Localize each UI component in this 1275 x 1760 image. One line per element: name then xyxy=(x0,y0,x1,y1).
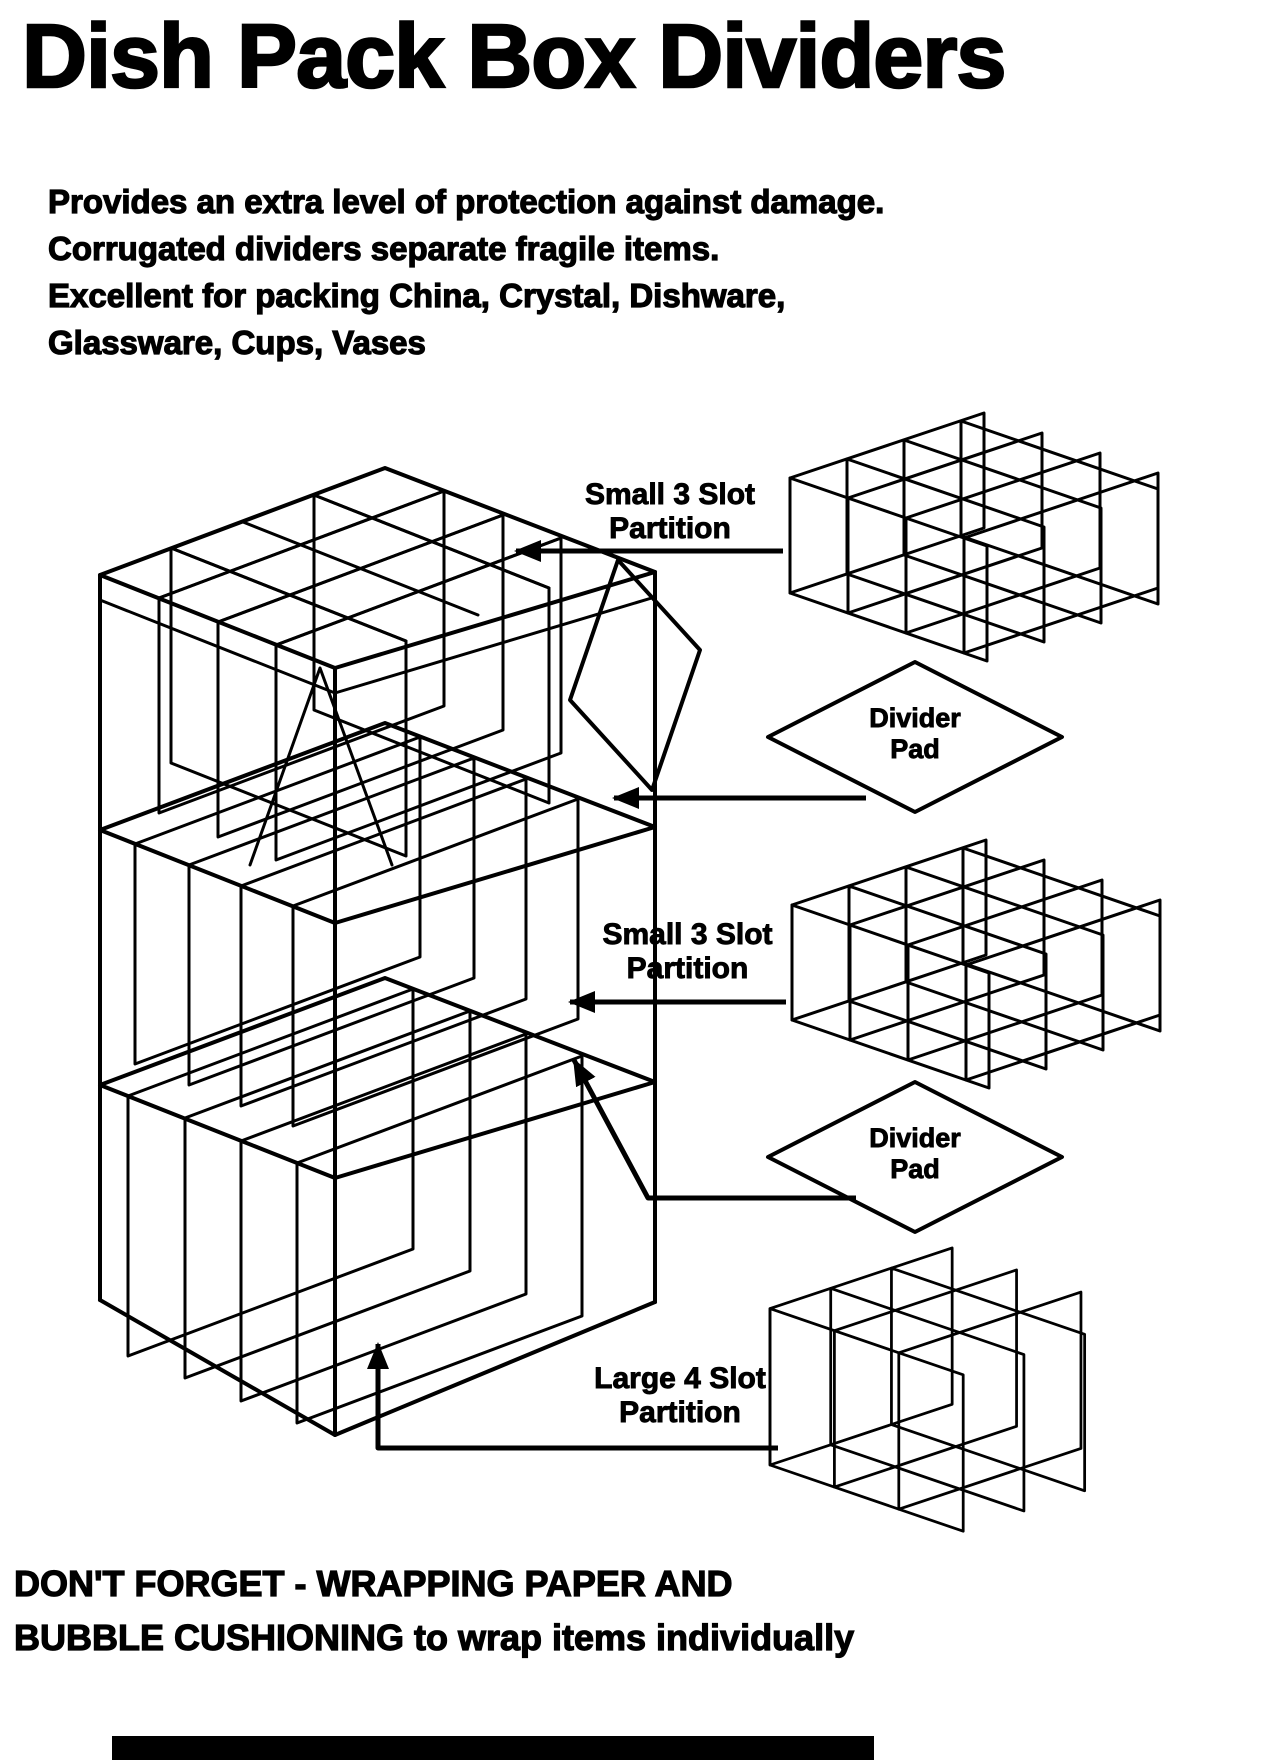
label-top-partition-line1: Small 3 Slot xyxy=(584,478,756,512)
bottom-tier-panels xyxy=(126,987,584,1425)
footer-note-line2: BUBBLE CUSHIONING to wrap items individu… xyxy=(13,1616,855,1658)
divider-pad-figure-1 xyxy=(766,660,1064,814)
intro-line-3: Excellent for packing China, Crystal, Di… xyxy=(47,276,786,314)
label-bottom-partition: Large 4 Slot Partition xyxy=(555,1362,805,1430)
intro-text: Provides an extra level of protection ag… xyxy=(47,178,1128,366)
arrow-divider-pad-2 xyxy=(571,1058,856,1201)
label-divider-pad-1: Divider Pad xyxy=(840,703,990,765)
label-bottom-partition-line2: Partition xyxy=(619,1396,742,1430)
divider-pad-figure-2 xyxy=(766,1080,1064,1234)
large-partition-figure xyxy=(768,1246,1087,1533)
label-mid-partition-line1: Small 3 Slot xyxy=(602,918,773,952)
intro-line-2: Corrugated dividers separate fragile ite… xyxy=(47,229,720,267)
intro-line-1: Provides an extra level of protection ag… xyxy=(47,182,885,220)
small-partition-figure-middle xyxy=(790,838,1162,1090)
footer-note-line1: DON'T FORGET - WRAPPING PAPER AND xyxy=(13,1562,733,1604)
label-mid-partition-line2: Partition xyxy=(626,952,749,986)
label-divider-pad-1-line1: Divider xyxy=(869,703,961,734)
bottom-bar xyxy=(112,1736,874,1760)
box-flap xyxy=(568,558,702,792)
small-partition-figure-top xyxy=(788,411,1160,663)
divider-pad-layer-1 xyxy=(98,721,657,925)
label-divider-pad-2-line1: Divider xyxy=(869,1123,961,1154)
label-mid-partition: Small 3 Slot Partition xyxy=(570,918,805,986)
label-divider-pad-1-line2: Pad xyxy=(890,734,940,765)
label-divider-pad-2: Divider Pad xyxy=(840,1123,990,1185)
top-tier-panels xyxy=(157,489,563,867)
page-title: Dish Pack Box Dividers xyxy=(21,6,1008,109)
divider-pad-layer-2 xyxy=(98,976,657,1180)
label-bottom-partition-line1: Large 4 Slot xyxy=(594,1362,767,1396)
label-top-partition-line2: Partition xyxy=(609,512,732,546)
label-divider-pad-2-line2: Pad xyxy=(890,1154,940,1185)
label-top-partition: Small 3 Slot Partition xyxy=(550,478,790,546)
intro-line-4: Glassware, Cups, Vases xyxy=(47,323,426,361)
dish-pack-box-drawing xyxy=(98,466,702,1437)
arrow-large-partition xyxy=(367,1342,778,1451)
inner-flap-fold xyxy=(248,666,394,867)
